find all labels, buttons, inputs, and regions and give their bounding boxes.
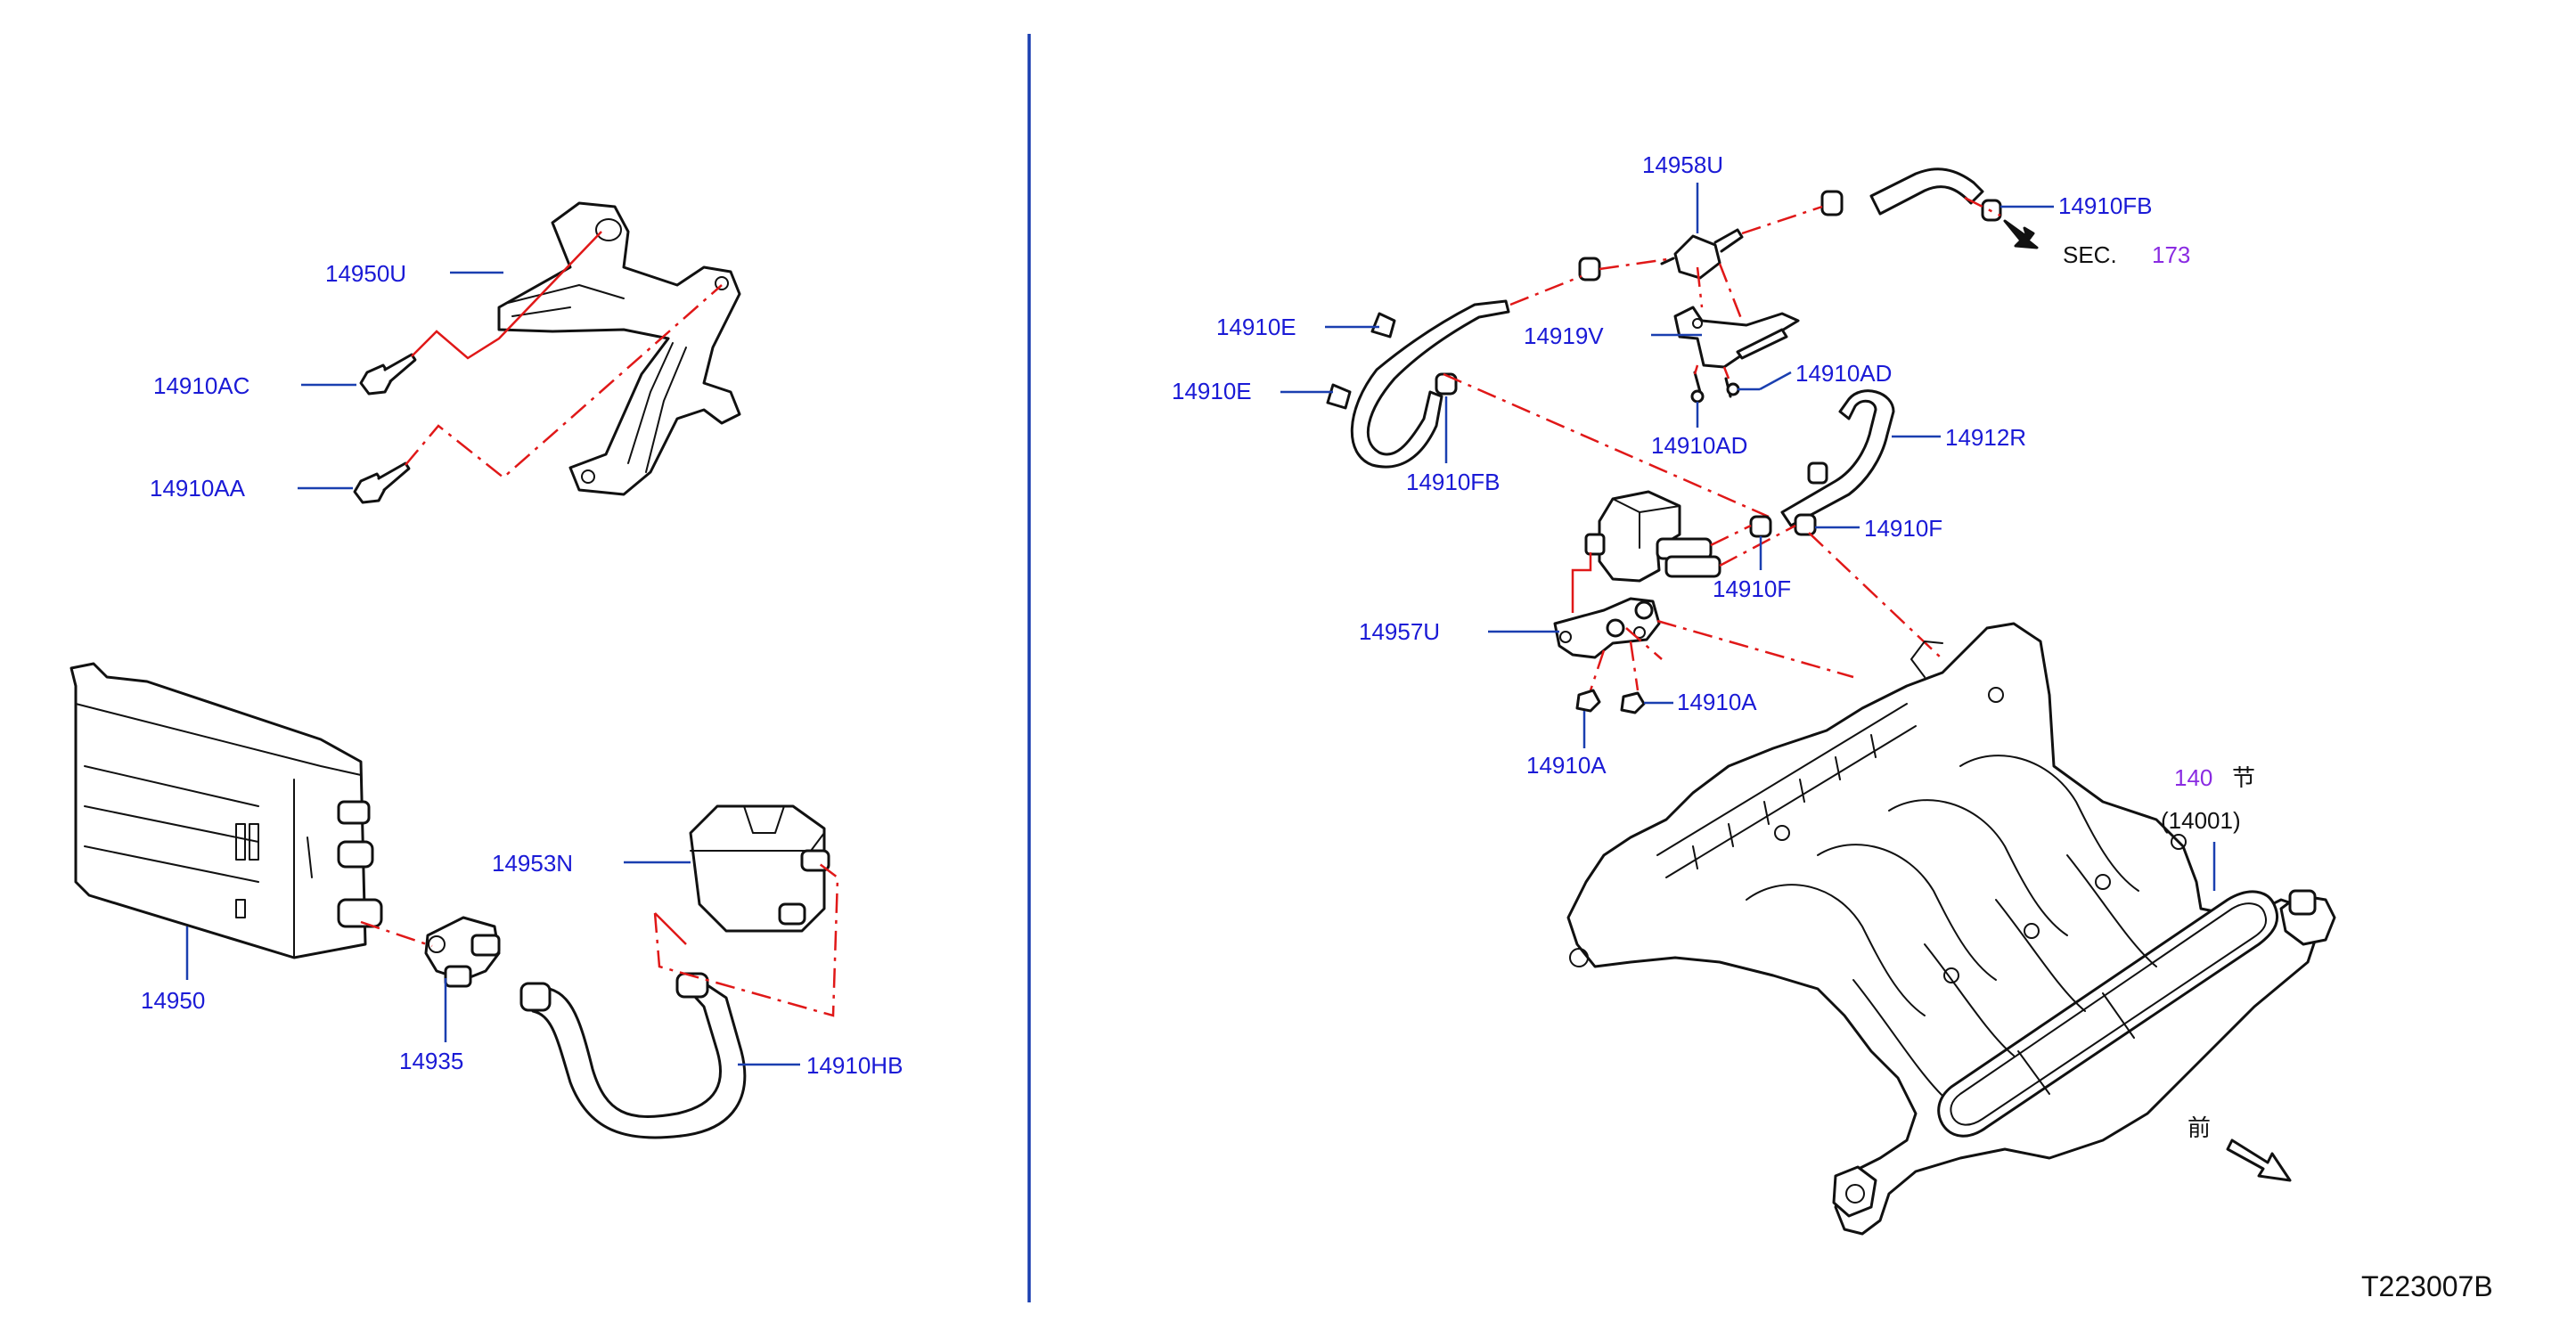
phantom-line [1509, 274, 1582, 306]
label-14910A-a: 14910A [1677, 689, 1757, 715]
label-14910AC: 14910AC [153, 372, 249, 399]
valve-14935 [424, 916, 501, 988]
phantom-line [1629, 641, 1640, 691]
phantom-line [1589, 649, 1606, 691]
label-14910F-a: 14910F [1864, 515, 1942, 542]
label-14910F-b: 14910F [1713, 575, 1791, 602]
hose-upper-right [1869, 167, 1984, 216]
label-14910HB: 14910HB [806, 1052, 903, 1079]
label-14912R: 14912R [1945, 424, 2026, 451]
ref-140-char: 节 [2232, 764, 2255, 791]
phantom-line [1710, 524, 1752, 547]
section-ref-number: 173 [2152, 241, 2190, 268]
front-label: 前 [2188, 1114, 2211, 1141]
phantom-line [654, 912, 687, 945]
intake-manifold [1566, 622, 2336, 1236]
label-14910AD-b: 14910AD [1651, 432, 1747, 459]
label-14950: 14950 [141, 987, 205, 1014]
ref-14001: (14001) [2161, 807, 2241, 834]
bolt-14910AD [1690, 382, 1740, 404]
phantom-line [360, 920, 433, 948]
phantom-line [1693, 364, 1699, 375]
label-14910E-a: 14910E [1216, 314, 1296, 340]
phantom-line [653, 863, 839, 1017]
ref-140-number: 140 [2174, 764, 2212, 791]
label-14935: 14935 [399, 1048, 463, 1074]
phantom-line [1718, 263, 1744, 322]
phantom-line [1722, 366, 1730, 379]
filter-14958U [1660, 228, 1744, 280]
bolt-14910A [1575, 689, 1646, 714]
section-ref-label: SEC. [2063, 241, 2117, 268]
filter-14953N [689, 804, 830, 933]
phantom-line [1964, 196, 2001, 217]
phantom-line [411, 231, 602, 360]
phantom-line [1808, 532, 1943, 660]
bolt-14910AC [359, 353, 417, 396]
label-14958U: 14958U [1642, 151, 1723, 178]
phantom-line [1741, 205, 1823, 235]
arrow-icon [2003, 219, 2039, 249]
label-14910AD-a: 14910AD [1795, 360, 1892, 387]
solenoid-valve [1584, 490, 1721, 583]
phantom-line [1719, 524, 1796, 567]
phantom-line [405, 284, 723, 479]
canister-14950 [70, 662, 383, 959]
bracket-14957U [1553, 597, 1661, 659]
hose-14910E [1326, 299, 1510, 469]
phantom-line [1571, 552, 1592, 613]
bolt-14910AA [353, 461, 411, 504]
hose-14912R [1780, 389, 1895, 527]
phantom-line [1656, 619, 1854, 679]
phantom-line [1599, 257, 1674, 271]
clamp-14910F [1749, 513, 1817, 538]
hose-14910HB [519, 972, 747, 1139]
leader-line [1759, 371, 1792, 391]
label-14910FB-top: 14910FB [2058, 192, 2153, 219]
label-14910FB-mid: 14910FB [1406, 469, 1501, 495]
bracket-14950U [497, 201, 741, 496]
label-14950U: 14950U [325, 260, 406, 287]
bracket-14919V [1673, 306, 1800, 398]
label-14910A-b: 14910A [1526, 752, 1607, 779]
phantom-line [1443, 372, 1770, 518]
label-14957U: 14957U [1359, 618, 1440, 645]
label-14919V: 14919V [1524, 322, 1604, 349]
label-14910AA: 14910AA [150, 475, 246, 502]
phantom-line [1696, 266, 1704, 308]
diagram-code: T223007B [2361, 1270, 2493, 1302]
label-14953N: 14953N [492, 850, 573, 877]
label-14910E-b: 14910E [1172, 378, 1252, 404]
phantom-line [1625, 627, 1663, 660]
front-arrow-icon [2226, 1138, 2292, 1182]
